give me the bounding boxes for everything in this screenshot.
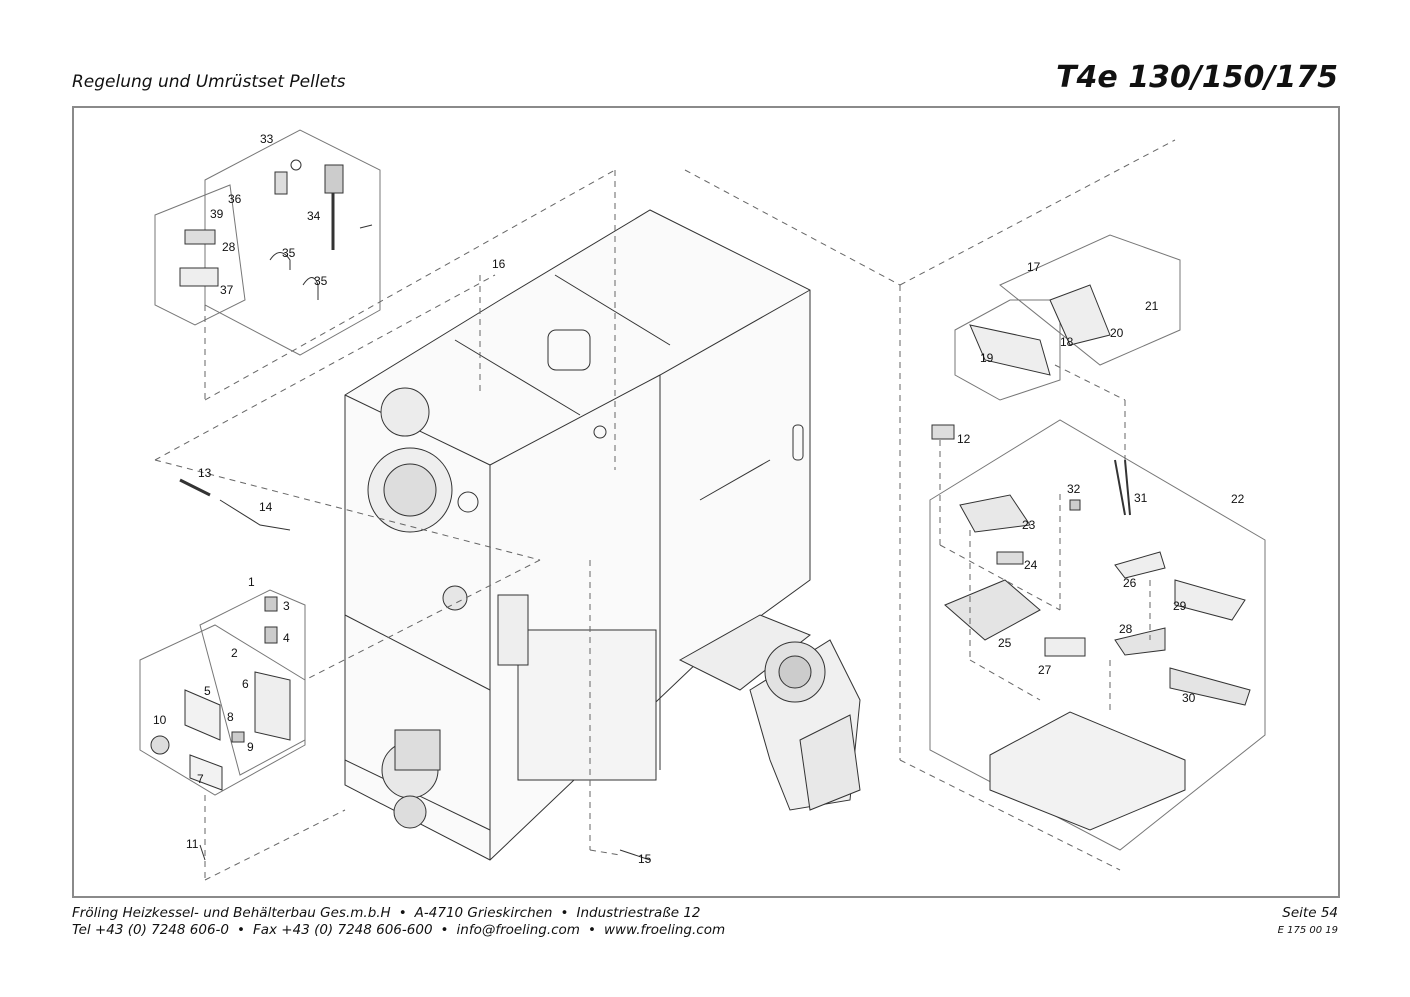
- assembly-lines: [154, 139, 1176, 881]
- model-title: T4e 130/150/175: [1056, 60, 1338, 95]
- feed-unit: [678, 614, 861, 811]
- footer-web: www.froeling.com: [603, 922, 726, 938]
- callout-4: 4: [283, 631, 290, 645]
- loose-parts: [179, 478, 651, 861]
- page-number: Seite 54: [1282, 905, 1338, 921]
- group-1-parts: [150, 596, 291, 791]
- callout-12: 12: [957, 432, 971, 446]
- callout-21: 21: [1145, 299, 1159, 313]
- callout-3: 3: [283, 599, 290, 613]
- footer-email: info@froeling.com: [456, 922, 580, 938]
- callout-1: 1: [248, 575, 255, 589]
- boiler-body: [344, 209, 811, 861]
- document-code: E 175 00 19: [1277, 925, 1338, 936]
- callout-10: 10: [153, 713, 167, 727]
- callout-26: 26: [1123, 576, 1137, 590]
- footer-address: Fröling Heizkessel- und Behälterbau Ges.…: [72, 905, 701, 921]
- callout-16: 16: [492, 257, 506, 271]
- callout-28: 28: [222, 240, 236, 254]
- callout-18: 18: [1060, 335, 1074, 349]
- drawing-frame: [72, 106, 1340, 898]
- footer-street: Industriestraße 12: [576, 905, 701, 921]
- callout-labels: 33 36 39 34 28 35 35 37 16 13 14 1 3 4 2…: [153, 132, 1245, 866]
- callout-35: 35: [282, 246, 296, 260]
- callout-31: 31: [1134, 491, 1148, 505]
- callout-29: 29: [1173, 599, 1187, 613]
- callout-33: 33: [260, 132, 274, 146]
- callout-37: 37: [220, 283, 234, 297]
- callout-23: 23: [1022, 518, 1036, 532]
- group-33-parts: [179, 159, 373, 300]
- callout-8: 8: [227, 710, 234, 724]
- callout-22: 22: [1231, 492, 1245, 506]
- footer-tel: Tel +43 (0) 7248 606-0: [72, 922, 229, 938]
- callout-34: 34: [307, 209, 321, 223]
- group-22-parts: [931, 284, 1251, 831]
- callout-35: 35: [314, 274, 328, 288]
- group-1-outline: [139, 589, 306, 796]
- callout-32: 32: [1067, 482, 1081, 496]
- callout-11: 11: [186, 837, 199, 851]
- callout-6: 6: [242, 677, 249, 691]
- callout-30: 30: [1182, 691, 1196, 705]
- group-22-outline: [929, 234, 1266, 851]
- callout-2: 2: [231, 646, 238, 660]
- callout-27: 27: [1038, 663, 1052, 677]
- page-subtitle: Regelung und Umrüstset Pellets: [72, 72, 346, 92]
- callout-5: 5: [204, 684, 211, 698]
- callout-9: 9: [247, 740, 254, 754]
- callout-28: 28: [1119, 622, 1133, 636]
- callout-14: 14: [259, 500, 273, 514]
- callout-17: 17: [1027, 260, 1041, 274]
- footer-fax: Fax +43 (0) 7248 606-600: [252, 922, 433, 938]
- footer-city: A-4710 Grieskirchen: [414, 905, 553, 921]
- callout-24: 24: [1024, 558, 1038, 572]
- callout-20: 20: [1110, 326, 1124, 340]
- callout-25: 25: [998, 636, 1012, 650]
- footer-company: Fröling Heizkessel- und Behälterbau Ges.…: [72, 905, 391, 921]
- callout-36: 36: [228, 192, 242, 206]
- callout-15: 15: [638, 852, 652, 866]
- footer-contact: Tel +43 (0) 7248 606-0•Fax +43 (0) 7248 …: [72, 922, 726, 938]
- callout-7: 7: [197, 772, 204, 786]
- callout-19: 19: [980, 351, 994, 365]
- callout-39: 39: [210, 207, 224, 221]
- callout-13: 13: [198, 466, 212, 480]
